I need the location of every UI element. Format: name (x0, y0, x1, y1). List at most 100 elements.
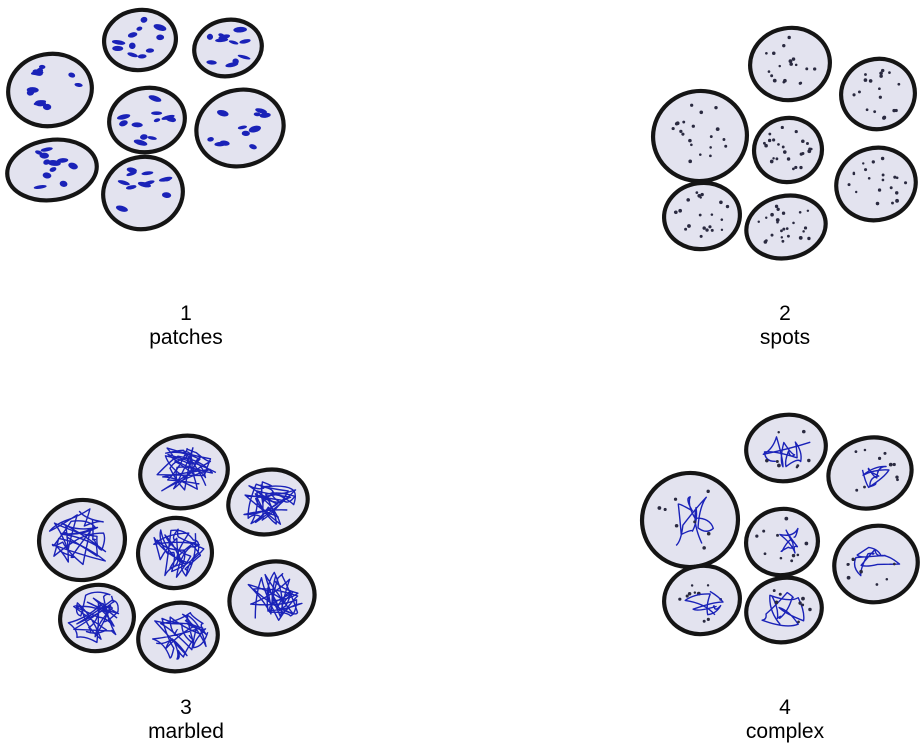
chromatin-spot (779, 65, 781, 67)
chromatin-spot (709, 146, 712, 149)
chromatin-spot (708, 225, 711, 228)
chromatin-spot (882, 116, 886, 120)
chromatin-spot (675, 122, 678, 125)
chromatin-spot (699, 214, 702, 217)
cell-nucleus (96, 149, 189, 236)
chromatin-spot (699, 110, 703, 114)
chromatin-patch (151, 111, 162, 115)
chromatin-spot (782, 212, 785, 215)
chromatin-spot (876, 202, 880, 206)
chromatin-spot (799, 82, 802, 85)
chromatin-spot (878, 188, 881, 191)
cell (741, 409, 831, 488)
panel-label: spots (685, 326, 885, 350)
chromatin-spot (802, 430, 806, 434)
cell (748, 112, 828, 189)
chromatin-spot (657, 506, 661, 510)
chromatin-spot (694, 591, 696, 593)
chromatin-spot (674, 211, 676, 213)
cell-nucleus (748, 112, 828, 189)
chromatin-spot (700, 235, 703, 238)
chromatin-spot (700, 193, 703, 196)
chromatin-spot (805, 542, 809, 546)
chromatin-spot (765, 239, 768, 242)
chromatin-spot (896, 177, 899, 180)
chromatin-spot (664, 508, 667, 511)
chromatin-spot (755, 534, 758, 537)
chromatin-spot (797, 621, 800, 624)
chromatin-spot (691, 584, 693, 586)
chromatin-spot (895, 191, 898, 194)
chromatin-spot (883, 452, 886, 455)
chromatin-spot (686, 198, 690, 202)
chromatin-spot (863, 486, 866, 489)
chromatin-spot (895, 475, 898, 478)
chromatin-spot (859, 570, 863, 574)
chromatin-spot (771, 234, 774, 237)
cell (740, 188, 831, 265)
cell-nucleus (100, 5, 180, 74)
chromatin-spot (882, 179, 885, 182)
cell-nucleus (222, 462, 314, 541)
cell (34, 494, 130, 585)
chromatin-spot (707, 618, 710, 621)
chromatin-spot (897, 83, 900, 86)
chromatin-spot (772, 138, 775, 141)
caption-marbled: 3 marbled (86, 696, 286, 744)
cell (635, 465, 746, 574)
caption-spots: 2 spots (685, 302, 885, 350)
chromatin-spot (782, 146, 785, 149)
chromatin-spot (773, 79, 777, 83)
chromatin-spot (764, 144, 768, 148)
chromatin-spot (682, 121, 685, 124)
chromatin-spot (684, 228, 687, 231)
chromatin-spot (789, 59, 793, 63)
chromatin-spot (726, 205, 729, 208)
chromatin-spot (780, 557, 783, 560)
chromatin-spot (806, 142, 809, 145)
chromatin-spot (882, 173, 885, 176)
chromatin-spot (781, 126, 784, 129)
chromatin-spot (808, 608, 811, 611)
chromatin-spot (869, 79, 873, 83)
chromatin-spot (707, 532, 711, 536)
chromatin-spot (716, 127, 720, 131)
cell-cluster-spots (646, 22, 924, 266)
chromatin-spot (776, 534, 779, 537)
cell-cluster-complex (635, 409, 924, 650)
chromatin-spot (801, 152, 804, 155)
chromatin-spot (699, 153, 702, 156)
chromatin-spot (693, 520, 696, 523)
chromatin-spot (855, 450, 858, 453)
chromatin-spot (711, 229, 714, 232)
chromatin-spot (792, 167, 795, 170)
chromatin-spot (801, 139, 805, 143)
chromatin-spot (852, 93, 855, 96)
cell (100, 5, 180, 74)
chromatin-spot (864, 78, 868, 82)
chromatin-spot (799, 236, 802, 239)
cell-cluster-patches (2, 5, 292, 236)
chromatin-spot (681, 133, 684, 136)
chromatin-spot (690, 104, 693, 107)
cell-nucleus (828, 139, 924, 229)
panel-label: patches (86, 326, 286, 350)
cell (2, 47, 97, 132)
chromatin-spot (862, 162, 864, 164)
chromatin-spot (692, 125, 695, 128)
chromatin-spot (846, 563, 849, 566)
chromatin-spot (779, 593, 782, 596)
chromatin-spot (700, 196, 702, 198)
panel-number: 4 (685, 696, 885, 720)
cell-nucleus (134, 429, 233, 515)
chromatin-spot (864, 449, 867, 452)
chromatin-spot (855, 191, 857, 193)
chromatin-spot (792, 554, 795, 557)
panel-label: complex (685, 720, 885, 744)
chromatin-spot (797, 554, 800, 557)
cell (833, 51, 923, 138)
chromatin-spot (768, 139, 771, 142)
chromatin-spot (687, 224, 691, 228)
chromatin-spot (780, 229, 783, 232)
chromatin-spot (672, 127, 675, 130)
